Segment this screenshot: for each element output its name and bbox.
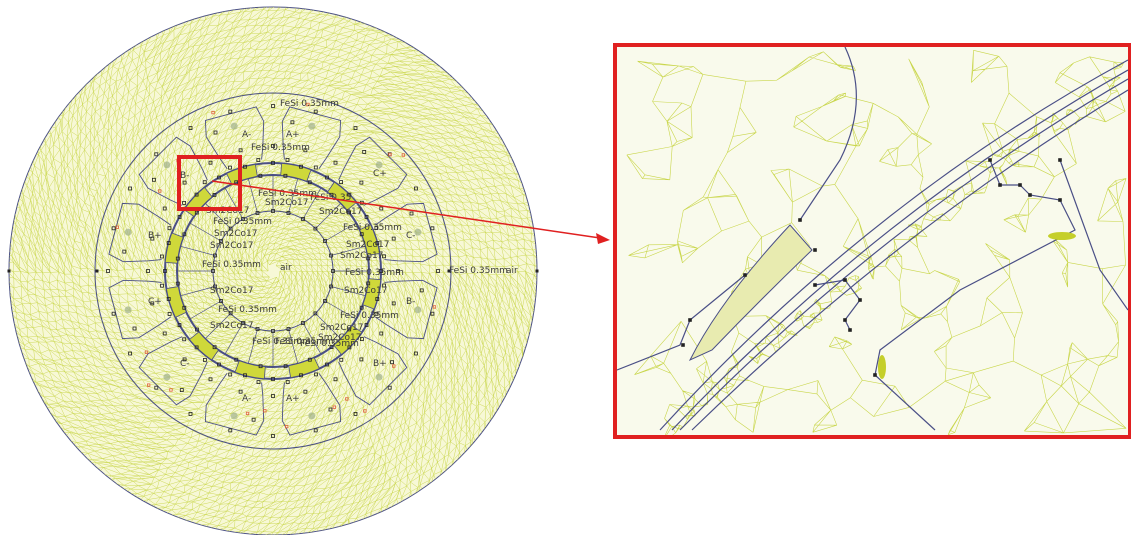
label-fesi: FeSi 0.35mm (202, 260, 261, 270)
label-phase: C- (180, 359, 190, 369)
label-sm2co17: Sm2Co17 (340, 251, 383, 261)
label-fesi: FeSi 0.35mm (258, 189, 317, 199)
zoom-detail-view (613, 43, 1131, 439)
motor-cross-section: FeSi 0.35mm FeSi 0.35mm FeSi 0.35mm FeSi… (7, 6, 539, 535)
label-phase: B+ (373, 359, 387, 369)
label-fesi: FeSi 0.35mm (345, 268, 404, 278)
label-sm2co17: Sm2Co17 (265, 198, 308, 208)
label-sm2co17: Sm2Co17 (214, 229, 257, 239)
label-fesi: FeSi 0.35mm (449, 266, 508, 276)
mesh-nodes (7, 102, 539, 438)
label-air: air (280, 263, 292, 273)
detail-boundaries (617, 47, 1128, 431)
magnet-segments (164, 162, 382, 380)
zoom-detail-frame (613, 43, 1131, 439)
label-phase: B+ (148, 231, 162, 241)
label-sm2co17: Sm2Co17 (320, 323, 363, 333)
label-fesi: FeSi 0.35mm (340, 311, 399, 321)
zoom-connector-line (211, 180, 601, 239)
label-sm2co17: Sm2Co17 (319, 207, 362, 217)
label-fesi: FeSi 0.35mm (252, 337, 311, 347)
label-fesi: FeSi 0.35mm (280, 99, 339, 109)
label-fesi: FeSi 0.35mm (213, 217, 272, 227)
label-phase: A- (242, 394, 251, 404)
label-phase: A- (242, 130, 251, 140)
label-sm2co17: Sm2Co17 (344, 286, 387, 296)
label-fesi: FeSi 0.35mm (218, 305, 277, 315)
detail-nodes (681, 158, 1062, 377)
label-phase: B- (406, 297, 415, 307)
label-sm2co17: Sm2Co17 (210, 321, 253, 331)
label-phase: A+ (286, 130, 300, 140)
arrow-head-icon (596, 233, 610, 244)
label-phase: C- (406, 231, 416, 241)
label-fesi: FeSi 0.35mm (343, 223, 402, 233)
label-phase: B- (180, 171, 189, 181)
label-sm2co17: Sm2Co17 (318, 333, 361, 343)
label-phase: A+ (286, 394, 300, 404)
label-fesi: FeSi 0.35mm (300, 339, 359, 349)
label-phase: C+ (373, 169, 387, 179)
label-sm2co17: Sm2Co17 (210, 241, 253, 251)
label-air: air (506, 266, 518, 276)
zoom-source-box (177, 155, 242, 211)
label-phase: C+ (148, 297, 162, 307)
label-fesi: FeSi 0.35mm (275, 337, 334, 347)
label-sm2co17: Sm2Co17 (346, 240, 389, 250)
label-sm2co17: Sm2Co17 (210, 286, 253, 296)
stator-outer-boundary (94, 92, 452, 450)
label-fesi: FeSi 0.35mm (251, 143, 310, 153)
rotor-ring-outer (164, 162, 382, 380)
